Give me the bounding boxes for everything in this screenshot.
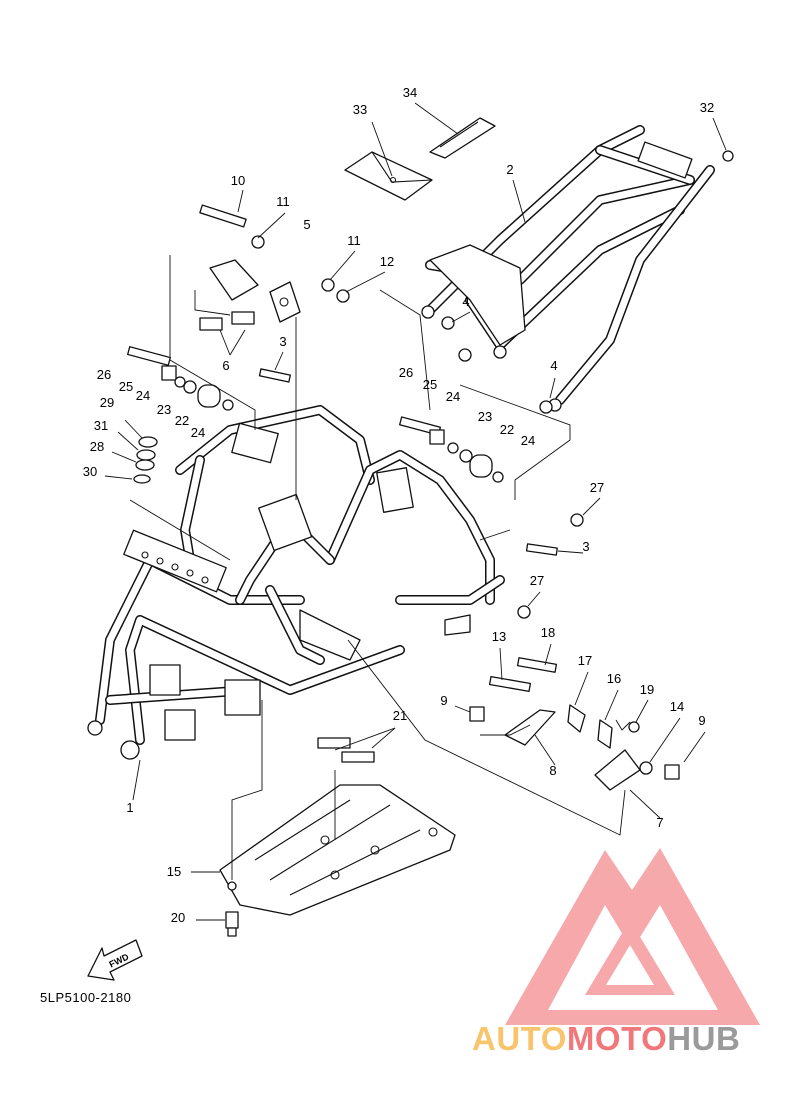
diagram-code: 5LP5100-2180 xyxy=(40,990,132,1005)
callout-c3b: 3 xyxy=(582,539,589,554)
right-mount-hardware xyxy=(398,316,584,619)
skid-plate xyxy=(219,784,456,937)
callout-c33: 33 xyxy=(353,102,367,117)
callout-c17: 17 xyxy=(578,653,592,668)
callout-c23b: 23 xyxy=(478,409,492,424)
rear-sub-frame xyxy=(421,125,715,412)
callout-c24a: 24 xyxy=(136,388,150,403)
callout-c34: 34 xyxy=(403,85,417,100)
callout-c9b: 9 xyxy=(698,713,705,728)
callout-c24d: 24 xyxy=(521,433,535,448)
callout-c24b: 24 xyxy=(191,425,205,440)
leader-lines xyxy=(104,102,727,921)
callout-c4a: 4 xyxy=(462,294,469,309)
fwd-arrow-icon: FWD xyxy=(87,939,143,981)
callout-c30: 30 xyxy=(83,464,97,479)
pad-21a xyxy=(317,737,351,749)
lower-bracket-hardware xyxy=(469,657,680,791)
callout-c31: 31 xyxy=(94,418,108,433)
watermark-auto: AUTO xyxy=(472,1020,567,1057)
callout-c4b: 4 xyxy=(550,358,557,373)
callout-c6: 6 xyxy=(222,358,229,373)
callout-c11a: 11 xyxy=(276,194,290,209)
callout-c28: 28 xyxy=(90,439,104,454)
callout-c2: 2 xyxy=(506,162,513,177)
pad-21b xyxy=(341,751,375,763)
automotohub-logo-icon xyxy=(505,848,760,1025)
callout-c21: 21 xyxy=(393,708,407,723)
callout-c18: 18 xyxy=(541,625,555,640)
callout-c10: 10 xyxy=(231,173,245,188)
main-frame xyxy=(87,405,505,760)
callout-c26a: 26 xyxy=(97,367,111,382)
callout-c29: 29 xyxy=(100,395,114,410)
callout-c1: 1 xyxy=(126,800,133,815)
callout-c23a: 23 xyxy=(157,402,171,417)
callout-c3a: 3 xyxy=(279,334,286,349)
callout-c27b: 27 xyxy=(530,573,544,588)
callout-c27a: 27 xyxy=(590,480,604,495)
callout-c20: 20 xyxy=(171,910,185,925)
callout-c26b: 26 xyxy=(399,365,413,380)
left-mount-hardware xyxy=(127,346,234,484)
callout-c25b: 25 xyxy=(423,377,437,392)
callout-c22b: 22 xyxy=(500,422,514,437)
callout-c15: 15 xyxy=(167,864,181,879)
callout-c22a: 22 xyxy=(175,413,189,428)
cap-32 xyxy=(722,150,734,162)
callout-c16: 16 xyxy=(607,671,621,686)
engine-bracket xyxy=(199,204,350,383)
callout-c5: 5 xyxy=(303,217,310,232)
callout-c13: 13 xyxy=(492,629,506,644)
callout-c25a: 25 xyxy=(119,379,133,394)
callout-c11b: 11 xyxy=(347,233,361,248)
callout-c8: 8 xyxy=(549,763,556,778)
callout-c7: 7 xyxy=(656,815,663,830)
watermark-moto: MOTO xyxy=(566,1020,668,1057)
document-bag xyxy=(344,151,433,201)
watermark-hub: HUB xyxy=(667,1020,741,1057)
rubber-pad xyxy=(429,117,496,159)
callout-c14: 14 xyxy=(670,699,684,714)
callout-c9a: 9 xyxy=(440,693,447,708)
callout-c24c: 24 xyxy=(446,389,460,404)
callout-c12: 12 xyxy=(380,254,394,269)
callout-c32: 32 xyxy=(700,100,714,115)
callout-c19: 19 xyxy=(640,682,654,697)
watermark-text: AUTOMOTOHUB xyxy=(472,1020,740,1058)
